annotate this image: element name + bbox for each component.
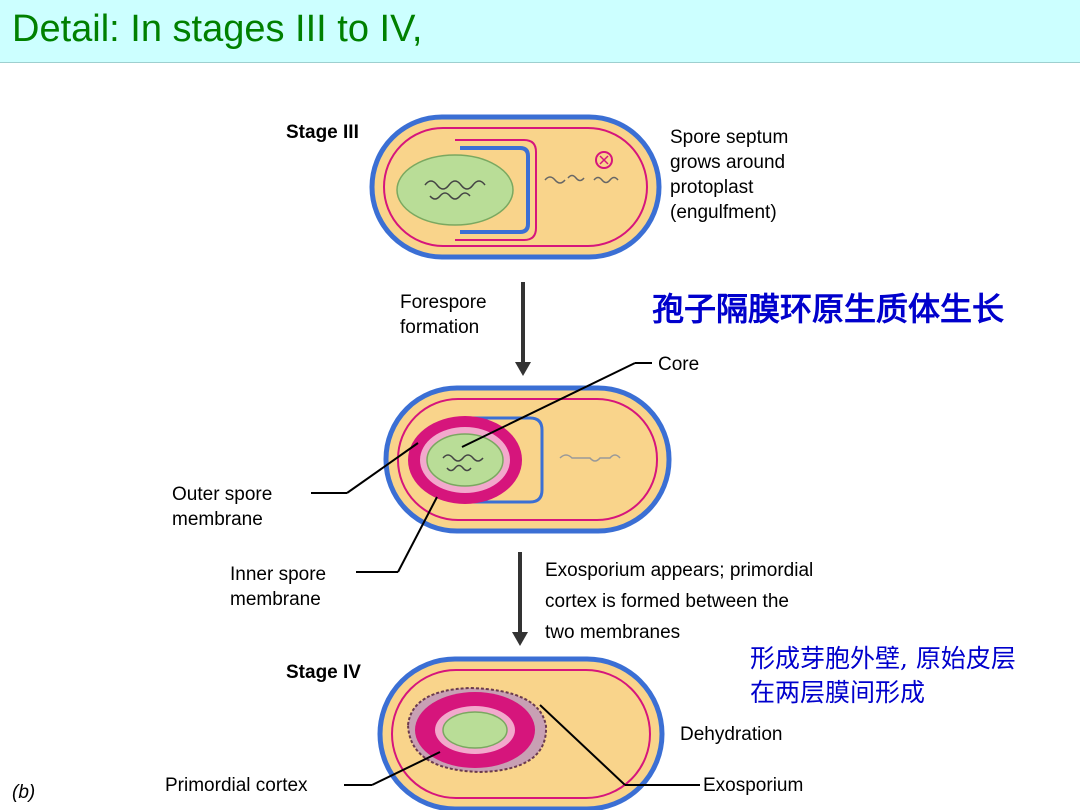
primordial-cortex-label: Primordial cortex (165, 775, 308, 796)
exosporium-label: Exosporium (703, 775, 804, 796)
forespore-cell (383, 385, 672, 534)
exosporium-pointer-line (539, 704, 626, 786)
arrow-forespore-formation (515, 282, 531, 376)
forespore-label-line: Forespore (400, 292, 487, 313)
stage-3-caption-line: (engulfment) (670, 202, 777, 223)
forespore-label: Forespore formation (400, 290, 487, 340)
inner-membrane-label-line: Inner spore (230, 564, 327, 585)
chinese-note-exosporium: 形成芽胞外壁, 原始皮层 在两层膜间形成 (750, 642, 1016, 710)
stage-3-caption-line: protoplast (670, 177, 754, 198)
stage-3-heading: Stage III (286, 122, 359, 143)
chinese-note-engulfment: 孢子隔膜环原生质体生长 (652, 290, 1005, 328)
exosporium-description-line: two membranes (545, 622, 681, 643)
chinese-note-exosporium-line: 形成芽胞外壁, 原始皮层 (750, 644, 1016, 673)
exosporium-description-line: cortex is formed between the (545, 591, 789, 612)
inner-membrane-pointer-line (397, 496, 438, 573)
stage-3-caption: Spore septum grows around protoplast (en… (670, 125, 788, 225)
inner-membrane-label-line: membrane (230, 589, 321, 610)
primordial-cortex-pointer-line (371, 751, 441, 786)
forespore-label-line: formation (400, 317, 480, 338)
outer-membrane-label-line: membrane (172, 509, 263, 530)
outer-membrane-label: Outer spore membrane (172, 482, 272, 532)
exosporium-description-line: Exosporium appears; primordial (545, 560, 814, 581)
outer-membrane-label-line: Outer spore (172, 484, 273, 505)
dehydration-label: Dehydration (680, 724, 783, 745)
core-label: Core (658, 354, 700, 375)
outer-membrane-pointer-line (346, 442, 419, 494)
exosporium-description: Exosporium appears; primordial cortex is… (545, 555, 813, 648)
stage-4-heading: Stage IV (286, 662, 361, 683)
panel-label: (b) (12, 782, 36, 803)
title-bar: Detail: In stages III to IV, (0, 0, 1080, 63)
stage-3-caption-line: Spore septum (670, 127, 789, 148)
slide-title: Detail: In stages III to IV, (12, 8, 423, 50)
stage-4-cell (377, 656, 665, 810)
core-pointer-line (461, 362, 636, 448)
stage-3-cell (369, 114, 662, 260)
arrow-exosporium (512, 552, 528, 646)
inner-membrane-label: Inner spore membrane (230, 562, 326, 612)
stage-3-caption-line: grows around (670, 152, 786, 173)
chinese-note-exosporium-line: 在两层膜间形成 (750, 678, 926, 707)
